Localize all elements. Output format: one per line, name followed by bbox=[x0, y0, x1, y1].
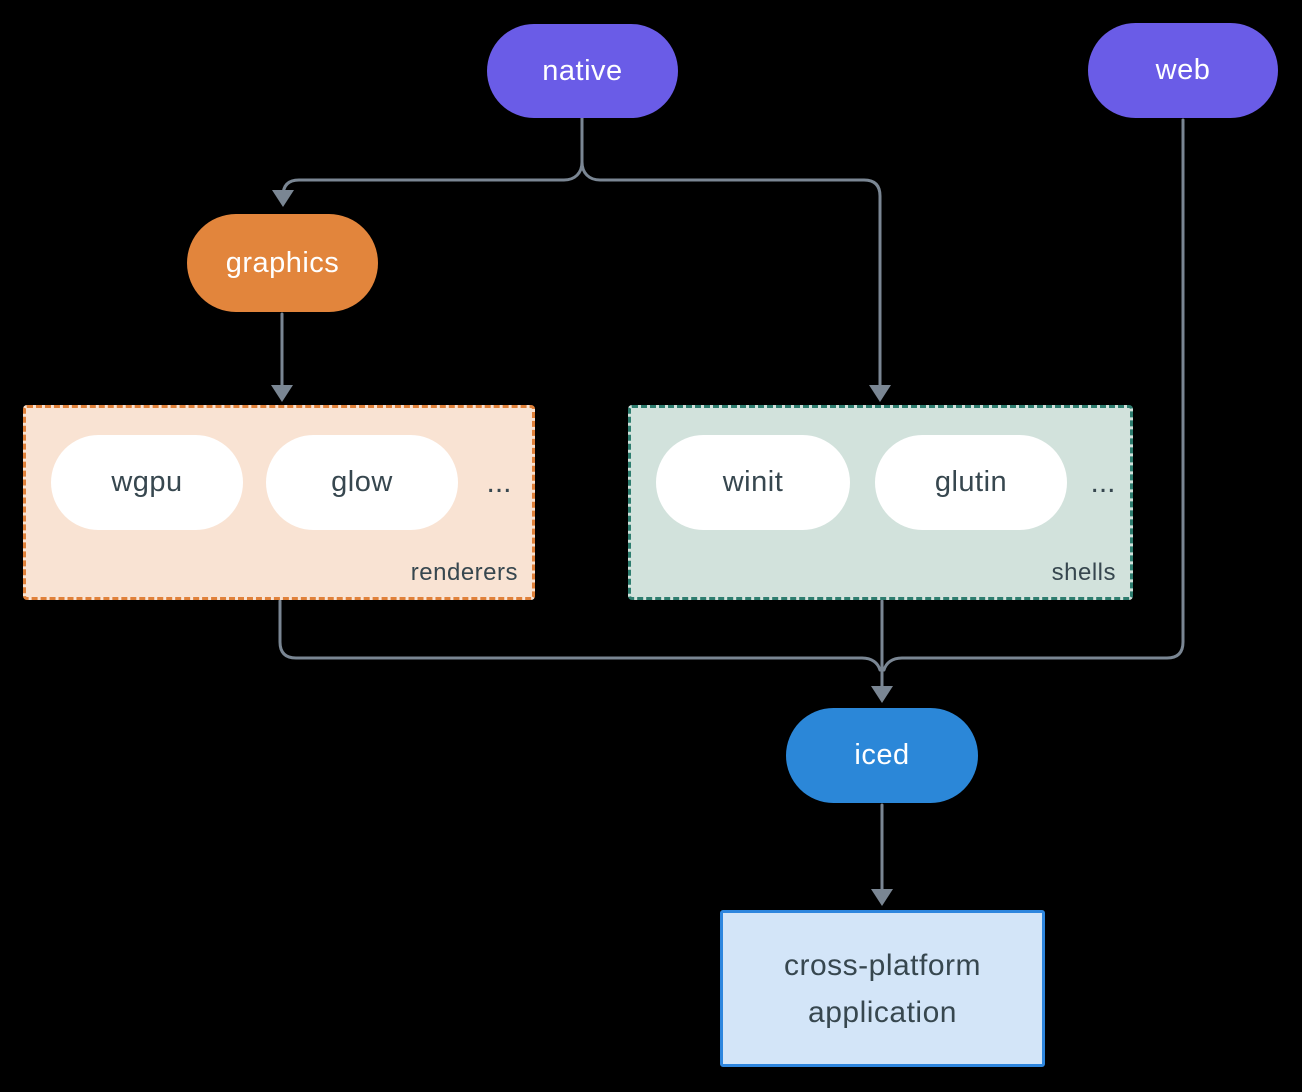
arrowhead-into-graphics bbox=[272, 190, 294, 207]
shells-ellipsis: ... bbox=[1090, 466, 1116, 499]
arrowhead-into-shells bbox=[869, 385, 891, 402]
app-label-line2: application bbox=[808, 995, 957, 1029]
node-glow: glow bbox=[266, 435, 458, 530]
node-graphics-label: graphics bbox=[225, 246, 340, 279]
edge-native-to-shells bbox=[580, 160, 882, 388]
node-native: native bbox=[487, 24, 678, 118]
edge-renderers-to-merge bbox=[278, 599, 882, 672]
group-renderers: wgpu glow ... renderers bbox=[23, 405, 535, 600]
node-glow-label: glow bbox=[331, 466, 393, 498]
node-wgpu: wgpu bbox=[51, 435, 243, 530]
node-winit: winit bbox=[656, 435, 850, 530]
node-graphics: graphics bbox=[187, 214, 378, 312]
node-iced-label: iced bbox=[854, 739, 910, 771]
renderers-group-label: renderers bbox=[410, 559, 518, 586]
renderers-ellipsis: ... bbox=[486, 466, 512, 499]
node-cross-platform-application: cross-platform application bbox=[720, 910, 1045, 1067]
group-shells: winit glutin ... shells bbox=[628, 405, 1133, 600]
node-web: web bbox=[1088, 23, 1278, 118]
node-iced: iced bbox=[786, 708, 978, 803]
edge-web-to-merge bbox=[882, 118, 1185, 672]
node-wgpu-label: wgpu bbox=[111, 466, 183, 498]
node-glutin: glutin bbox=[875, 435, 1067, 530]
node-web-label: web bbox=[1155, 54, 1211, 86]
arrowhead-into-renderers bbox=[271, 385, 293, 402]
edge-native-to-graphics bbox=[281, 160, 584, 198]
node-winit-label: winit bbox=[722, 466, 784, 498]
node-native-label: native bbox=[542, 54, 623, 87]
shells-group-label: shells bbox=[1051, 559, 1116, 586]
app-label-line1: cross-platform bbox=[783, 948, 982, 982]
arrowhead-into-app bbox=[871, 889, 893, 906]
arrowhead-into-iced bbox=[871, 686, 893, 703]
node-glutin-label: glutin bbox=[934, 466, 1008, 498]
